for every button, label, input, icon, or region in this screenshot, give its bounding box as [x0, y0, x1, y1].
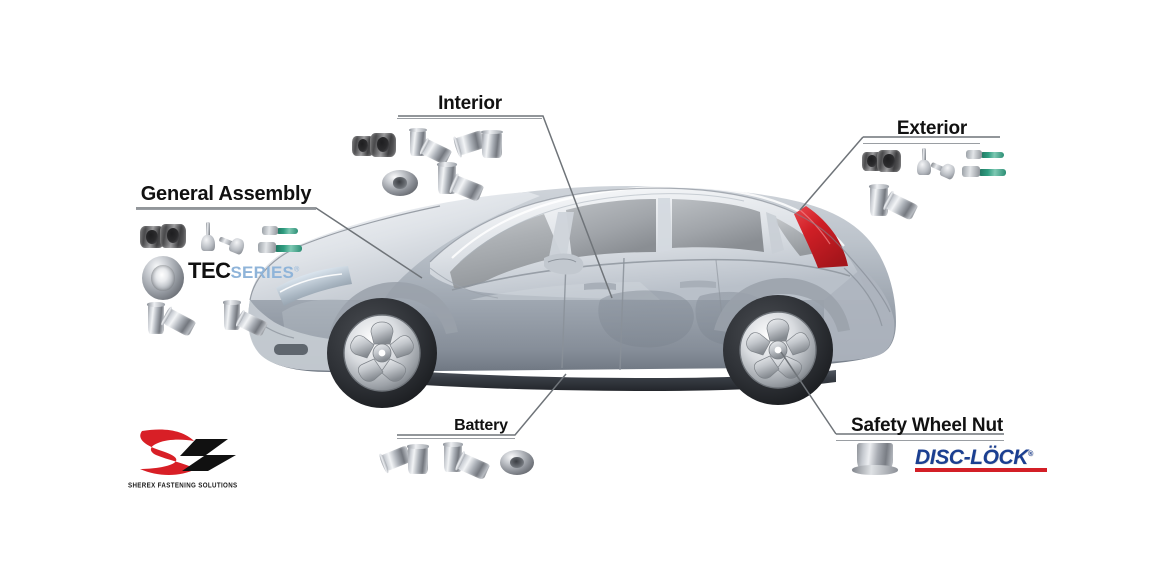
callout-general-assembly: General Assembly — [136, 183, 316, 210]
sherex-fastening-solutions-logo: SHEREX FASTENING SOLUTIONS — [124, 425, 264, 497]
callout-underline-general-assembly — [136, 209, 316, 210]
parts-cluster-general-assembly — [138, 222, 308, 338]
disc-lock-trademark-icon: ® — [1028, 451, 1033, 458]
tecseries-part-one: TEC — [188, 258, 231, 283]
part-rivet-nut-angled — [453, 450, 491, 481]
part-stud-angled — [927, 156, 959, 185]
part-plastic-clip-teal — [966, 148, 1008, 162]
sherex-mark-icon — [140, 429, 236, 475]
rear-wheel — [723, 295, 833, 405]
callout-safety-wheel-nut: Safety Wheel Nut — [836, 415, 1004, 441]
tecseries-part-two: SERIES — [230, 263, 295, 282]
parts-cluster-battery — [377, 442, 534, 484]
callout-battery: Battery — [397, 417, 515, 439]
part-rivet-nut-angled — [881, 190, 919, 221]
callout-interior: Interior — [397, 93, 542, 119]
disc-lock-wordmark: DISC-LÖCK® — [915, 444, 1047, 468]
part-hex-insert-nut — [140, 226, 164, 248]
disc-lock-red-bar — [915, 468, 1047, 472]
part-washer-ring — [500, 450, 534, 475]
part-rivet-nut — [406, 444, 430, 474]
tecseries-trademark-icon: ® — [294, 266, 300, 274]
part-plastic-clip-teal — [262, 224, 302, 238]
callout-label-safety-wheel-nut: Safety Wheel Nut — [851, 415, 1003, 436]
parts-cluster-interior — [352, 128, 512, 210]
part-hex-insert-nut — [352, 136, 374, 156]
part-hex-insert-nut — [160, 224, 186, 248]
disc-lock-logo: DISC-LÖCK® — [915, 444, 1047, 476]
part-rivet-nut-angled — [159, 305, 197, 338]
callout-underline-interior — [397, 118, 542, 119]
disc-lock-wordmark-text: DISC-LÖCK — [915, 446, 1029, 469]
callout-underline-battery — [397, 438, 515, 439]
callout-label-exterior: Exterior — [896, 118, 968, 139]
callout-label-battery: Battery — [454, 417, 508, 434]
part-washer-ring — [382, 170, 418, 196]
callout-label-interior: Interior — [438, 93, 502, 114]
callout-label-general-assembly: General Assembly — [140, 183, 312, 205]
parts-cluster-safety-wheel-nut — [851, 441, 901, 483]
part-plastic-clip-teal — [258, 240, 304, 256]
sherex-tagline: SHEREX FASTENING SOLUTIONS — [128, 481, 238, 490]
part-hex-insert-nut — [877, 150, 901, 172]
part-hex-insert-nut — [370, 133, 396, 157]
callout-exterior: Exterior — [863, 118, 980, 144]
tecseries-logo: TECSERIES® — [188, 258, 299, 284]
front-wheel — [327, 298, 437, 408]
part-eyelet-ring — [142, 256, 184, 300]
part-weld-stud — [200, 222, 216, 252]
part-weld-stud — [916, 148, 932, 176]
part-rivet-nut — [146, 301, 166, 334]
callout-underline-exterior — [863, 143, 980, 144]
callout-underline-safety-wheel-nut — [836, 440, 1004, 441]
part-rivet-nut — [480, 130, 504, 158]
part-plastic-clip-teal — [962, 164, 1008, 180]
part-disc-lock-flange-nut — [851, 443, 899, 475]
part-rivet-nut-angled — [447, 173, 485, 203]
parts-cluster-exterior — [862, 148, 1012, 221]
part-rivet-nut-angled — [234, 308, 269, 338]
part-stud-angled — [215, 230, 247, 260]
